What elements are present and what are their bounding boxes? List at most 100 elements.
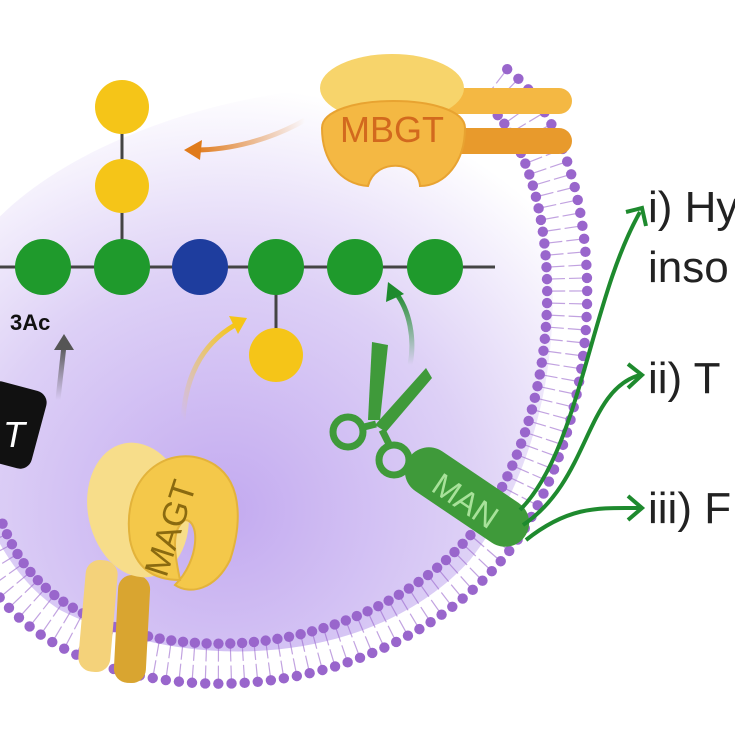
lipid-head bbox=[40, 582, 52, 594]
lipid-head bbox=[504, 545, 515, 557]
lipid-head bbox=[536, 357, 547, 368]
lipid-head bbox=[581, 285, 593, 297]
lipid-head bbox=[532, 380, 543, 392]
lipid-head bbox=[569, 181, 580, 193]
mbgt-enzyme: MBGT bbox=[320, 54, 572, 188]
lipid-head bbox=[581, 311, 592, 323]
lipid-head bbox=[477, 575, 488, 586]
lipid-head bbox=[354, 652, 366, 664]
arrow-magt-head bbox=[229, 316, 247, 334]
lipid-head bbox=[329, 661, 341, 672]
lipid-head bbox=[12, 548, 23, 560]
lipid-head bbox=[413, 576, 424, 588]
lipid-head bbox=[515, 438, 527, 449]
outcome-label-2: ii) T bbox=[648, 354, 721, 403]
outcome-label-3: iii) F bbox=[648, 484, 731, 533]
lipid-head bbox=[538, 488, 549, 499]
mannose-residue bbox=[95, 80, 149, 134]
lipid-head bbox=[507, 460, 518, 471]
lipid-head bbox=[318, 622, 329, 634]
mbgt-body bbox=[320, 100, 467, 188]
lipid-head bbox=[278, 673, 290, 684]
lipid-head bbox=[58, 596, 69, 607]
lipid-head bbox=[495, 556, 506, 567]
lipid-head bbox=[306, 626, 318, 637]
lipid-head bbox=[541, 309, 552, 321]
lipid-head bbox=[177, 636, 189, 648]
lipid-head bbox=[496, 481, 508, 493]
lipid-head bbox=[414, 623, 425, 635]
magt-body bbox=[127, 455, 239, 591]
lipid-head bbox=[541, 261, 552, 273]
lipid-head bbox=[226, 678, 237, 689]
lipid-head bbox=[581, 259, 592, 271]
lipid-head bbox=[502, 471, 513, 482]
outcome-arrow-3-head bbox=[626, 494, 646, 522]
lipid-head bbox=[431, 562, 443, 573]
outcome-arrow-3 bbox=[524, 505, 641, 542]
lipid-head bbox=[213, 678, 224, 689]
lipid-head bbox=[540, 250, 551, 261]
magt-anchor-front bbox=[113, 574, 151, 684]
lipid-head bbox=[566, 169, 577, 180]
black-tag-body bbox=[0, 381, 47, 469]
lipid-head bbox=[239, 677, 250, 689]
lipid-head bbox=[367, 647, 378, 659]
lipid-head bbox=[533, 203, 544, 214]
lipid-head bbox=[0, 518, 8, 529]
lipid-head bbox=[422, 569, 434, 581]
lipid-head bbox=[295, 629, 306, 640]
scissors-arm-left bbox=[359, 420, 377, 432]
lipid-head bbox=[534, 369, 545, 380]
lipid-head bbox=[581, 272, 593, 284]
lipid-head bbox=[523, 415, 534, 427]
lipid-head bbox=[457, 593, 468, 604]
lipid-head bbox=[13, 612, 25, 623]
lipid-head bbox=[578, 233, 590, 245]
lipid-head bbox=[67, 602, 79, 613]
lipid-head bbox=[425, 616, 436, 628]
lipid-head bbox=[403, 583, 415, 594]
lipid-head bbox=[304, 668, 315, 679]
lipid-head bbox=[252, 676, 263, 687]
magt-enzyme: MAGT bbox=[78, 442, 239, 684]
mbgt-label: MBGT bbox=[340, 109, 444, 150]
lipid-head bbox=[200, 678, 211, 689]
lipid-head bbox=[526, 404, 538, 415]
glucose-residue bbox=[94, 239, 150, 295]
lipid-head bbox=[546, 119, 557, 130]
glucose-residue bbox=[407, 239, 463, 295]
lipid-head bbox=[541, 297, 553, 309]
glucose-residue bbox=[327, 239, 383, 295]
glucose-residue bbox=[248, 239, 304, 295]
lipid-head bbox=[449, 546, 460, 558]
scissors-icon bbox=[329, 342, 432, 479]
lipid-head bbox=[527, 180, 539, 191]
arrow-mbgt-to-glycan bbox=[194, 117, 307, 153]
lipid-head bbox=[577, 220, 588, 232]
lipid-head bbox=[272, 633, 283, 645]
lipid-head bbox=[329, 619, 340, 630]
lipid-head bbox=[32, 574, 44, 586]
outcome-arrow-1-head bbox=[625, 205, 648, 227]
lipid-head bbox=[572, 194, 583, 206]
lipid-head bbox=[260, 635, 271, 646]
scissors-arm-right bbox=[378, 428, 394, 448]
arrow-mbgt-head bbox=[184, 140, 202, 160]
scissors-handle-left bbox=[329, 413, 367, 451]
lipid-head bbox=[561, 156, 573, 167]
acetyl-label: 3Ac bbox=[10, 310, 50, 335]
lipid-head bbox=[3, 602, 15, 614]
lipid-head bbox=[524, 169, 535, 180]
scissors-blade-lower bbox=[375, 368, 432, 432]
black-tag-label: T bbox=[3, 414, 28, 455]
lipid-head bbox=[18, 557, 29, 569]
lipid-tail bbox=[0, 575, 7, 581]
outcome-arrow-2 bbox=[521, 373, 641, 527]
lipid-head bbox=[580, 246, 591, 258]
lipid-head bbox=[467, 584, 478, 596]
lipid-head bbox=[35, 629, 46, 640]
lipid-head bbox=[291, 670, 303, 682]
lipid-head bbox=[1, 528, 13, 540]
